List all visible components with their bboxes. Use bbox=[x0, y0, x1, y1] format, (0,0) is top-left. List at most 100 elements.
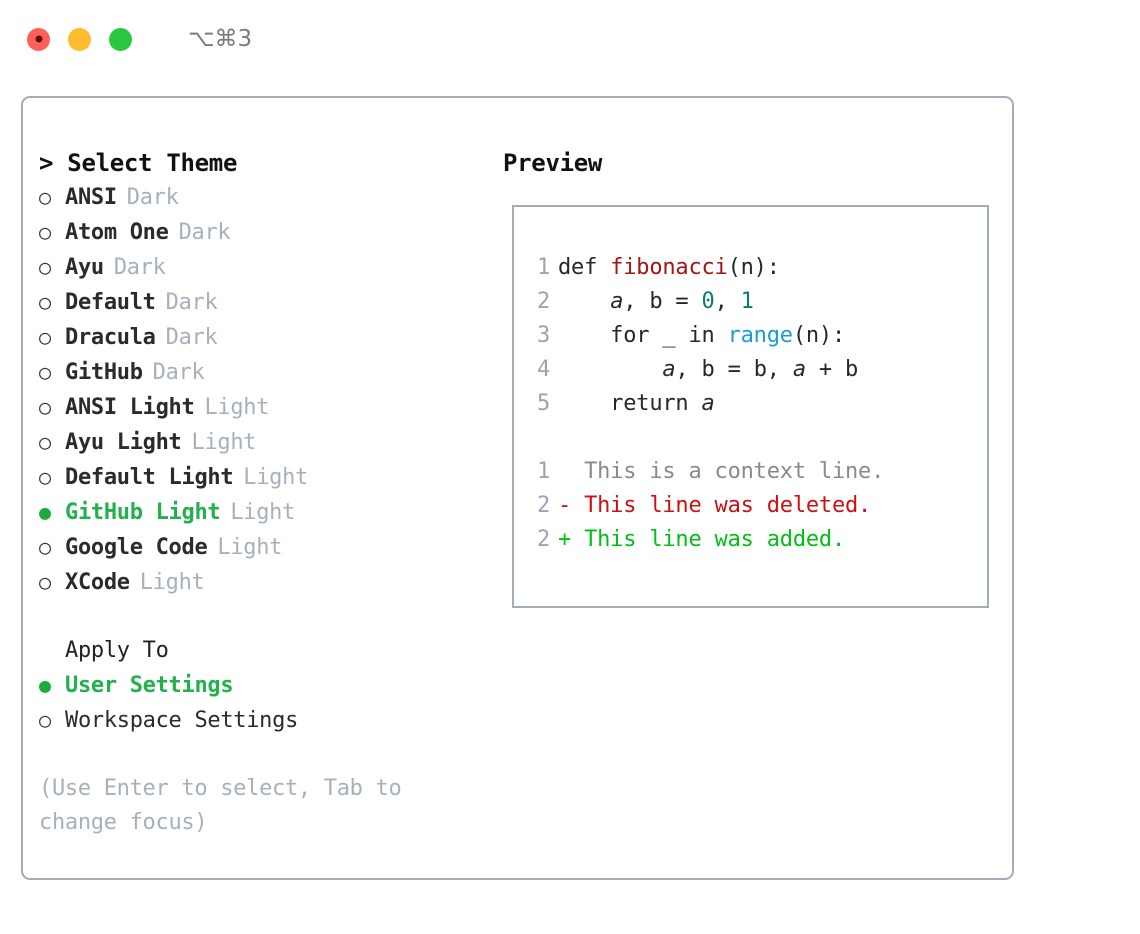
radio-unselected-icon[interactable]: ○ bbox=[39, 395, 51, 419]
code-token-plain bbox=[558, 289, 610, 314]
theme-option-name: Ayu Light bbox=[65, 430, 182, 455]
code-token-fn: fibonacci bbox=[610, 255, 728, 280]
code-line-number: 3 bbox=[536, 323, 550, 348]
window-titlebar: ⌥⌘3 bbox=[0, 0, 1140, 78]
code-token-plain: (n): bbox=[727, 255, 780, 280]
code-token-plain: , bbox=[623, 289, 650, 314]
theme-option-name: Default bbox=[65, 290, 156, 315]
theme-option-variant: Light bbox=[243, 465, 309, 490]
diff-line: 2+ This line was added. bbox=[514, 523, 987, 557]
theme-option-name: Ayu bbox=[65, 255, 104, 280]
code-token-plain: + b bbox=[805, 357, 859, 382]
keyboard-hint-text: (Use Enter to select, Tab to change focu… bbox=[39, 776, 402, 835]
code-token-plain: return bbox=[558, 391, 702, 416]
theme-option-variant: Dark bbox=[178, 220, 231, 245]
diff-line-text: This line was added. bbox=[584, 527, 845, 552]
radio-selected-icon[interactable]: ● bbox=[39, 500, 51, 524]
diff-marker bbox=[558, 455, 584, 489]
radio-unselected-icon[interactable]: ○ bbox=[39, 708, 51, 732]
radio-selected-icon[interactable]: ● bbox=[39, 673, 51, 697]
radio-unselected-icon[interactable]: ○ bbox=[39, 185, 51, 209]
theme-option-row[interactable]: ○ Default Dark bbox=[39, 285, 493, 320]
diff-line-number: 2 bbox=[536, 493, 550, 518]
code-token-def: def bbox=[558, 255, 611, 280]
theme-option-name: XCode bbox=[65, 570, 130, 595]
radio-unselected-icon[interactable]: ○ bbox=[39, 535, 51, 559]
diff-line-text: This line was deleted. bbox=[584, 493, 872, 518]
diff-line-number: 2 bbox=[536, 527, 550, 552]
code-line-number: 5 bbox=[536, 391, 550, 416]
radio-unselected-icon[interactable]: ○ bbox=[39, 220, 51, 244]
code-line-text: for _ in range(n): bbox=[558, 319, 845, 353]
code-token-plain: for _ in bbox=[558, 323, 728, 348]
theme-option-row[interactable]: ○ Atom One Dark bbox=[39, 215, 493, 250]
theme-option-name: Google Code bbox=[65, 535, 208, 560]
theme-option-row[interactable]: ○ Ayu Light Light bbox=[39, 425, 493, 460]
radio-unselected-icon[interactable]: ○ bbox=[39, 290, 51, 314]
theme-option-row[interactable]: ○ Dracula Dark bbox=[39, 320, 493, 355]
diff-line-text: This is a context line. bbox=[584, 459, 885, 484]
code-line: 2 a, b = 0, 1 bbox=[514, 285, 987, 319]
apply-to-header: Apply To bbox=[65, 638, 169, 663]
radio-unselected-icon[interactable]: ○ bbox=[39, 325, 51, 349]
code-line: 4 a, b = b, a + b bbox=[514, 353, 987, 387]
code-token-num: 0 bbox=[701, 289, 715, 314]
code-token-kw: range bbox=[727, 323, 793, 348]
diff-marker: - bbox=[558, 493, 585, 518]
diff-line: 2- This line was deleted. bbox=[514, 489, 987, 523]
code-line-text: return a bbox=[558, 387, 715, 421]
theme-option-variant: Dark bbox=[165, 325, 218, 350]
theme-option-row[interactable]: ○ Ayu Dark bbox=[39, 250, 493, 285]
code-token-plain: (n): bbox=[792, 323, 846, 348]
code-line-text: def fibonacci(n): bbox=[558, 251, 780, 285]
code-token-plain: , b = b, bbox=[675, 357, 793, 382]
theme-option-name: GitHub Light bbox=[65, 500, 221, 525]
theme-option-variant: Dark bbox=[113, 255, 166, 280]
code-token-plain: = bbox=[662, 289, 702, 314]
radio-unselected-icon[interactable]: ○ bbox=[39, 430, 51, 454]
theme-option-name: Default Light bbox=[65, 465, 234, 490]
code-token-plain: b bbox=[649, 289, 663, 314]
traffic-light-buttons bbox=[27, 27, 132, 51]
apply-to-option-row[interactable]: ○Workspace Settings bbox=[39, 703, 493, 738]
close-button[interactable] bbox=[27, 27, 50, 51]
radio-unselected-icon[interactable]: ○ bbox=[39, 360, 51, 384]
radio-unselected-icon[interactable]: ○ bbox=[39, 570, 51, 594]
apply-to-option-name: User Settings bbox=[65, 673, 234, 698]
apply-to-option-row[interactable]: ● User Settings bbox=[39, 668, 493, 703]
theme-option-name: Atom One bbox=[65, 220, 169, 245]
theme-option-name: ANSI Light bbox=[65, 395, 195, 420]
code-token-num: 1 bbox=[740, 289, 754, 314]
theme-option-row[interactable]: ○ ANSI Dark bbox=[39, 180, 493, 215]
theme-option-name: ANSI bbox=[65, 185, 117, 210]
preview-spacer bbox=[514, 421, 987, 455]
code-token-plain bbox=[558, 357, 662, 382]
minimize-button[interactable] bbox=[68, 27, 91, 51]
theme-option-variant: Dark bbox=[165, 290, 218, 315]
radio-unselected-icon[interactable]: ○ bbox=[39, 465, 51, 489]
code-token-var: a bbox=[792, 357, 806, 382]
code-line-number: 2 bbox=[536, 289, 550, 314]
radio-unselected-icon[interactable]: ○ bbox=[39, 255, 51, 279]
code-line-number: 4 bbox=[536, 357, 550, 382]
code-token-plain: , bbox=[714, 289, 741, 314]
theme-option-variant: Light bbox=[204, 395, 270, 420]
theme-option-row[interactable]: ○ ANSI Light Light bbox=[39, 390, 493, 425]
theme-option-name: Dracula bbox=[65, 325, 156, 350]
maximize-button[interactable] bbox=[109, 27, 132, 51]
diff-line: 1 This is a context line. bbox=[514, 455, 987, 489]
code-line-text: a, b = 0, 1 bbox=[558, 285, 754, 319]
theme-option-row[interactable]: ○ Default Light Light bbox=[39, 460, 493, 495]
theme-option-variant: Light bbox=[191, 430, 257, 455]
theme-option-variant: Dark bbox=[126, 185, 179, 210]
